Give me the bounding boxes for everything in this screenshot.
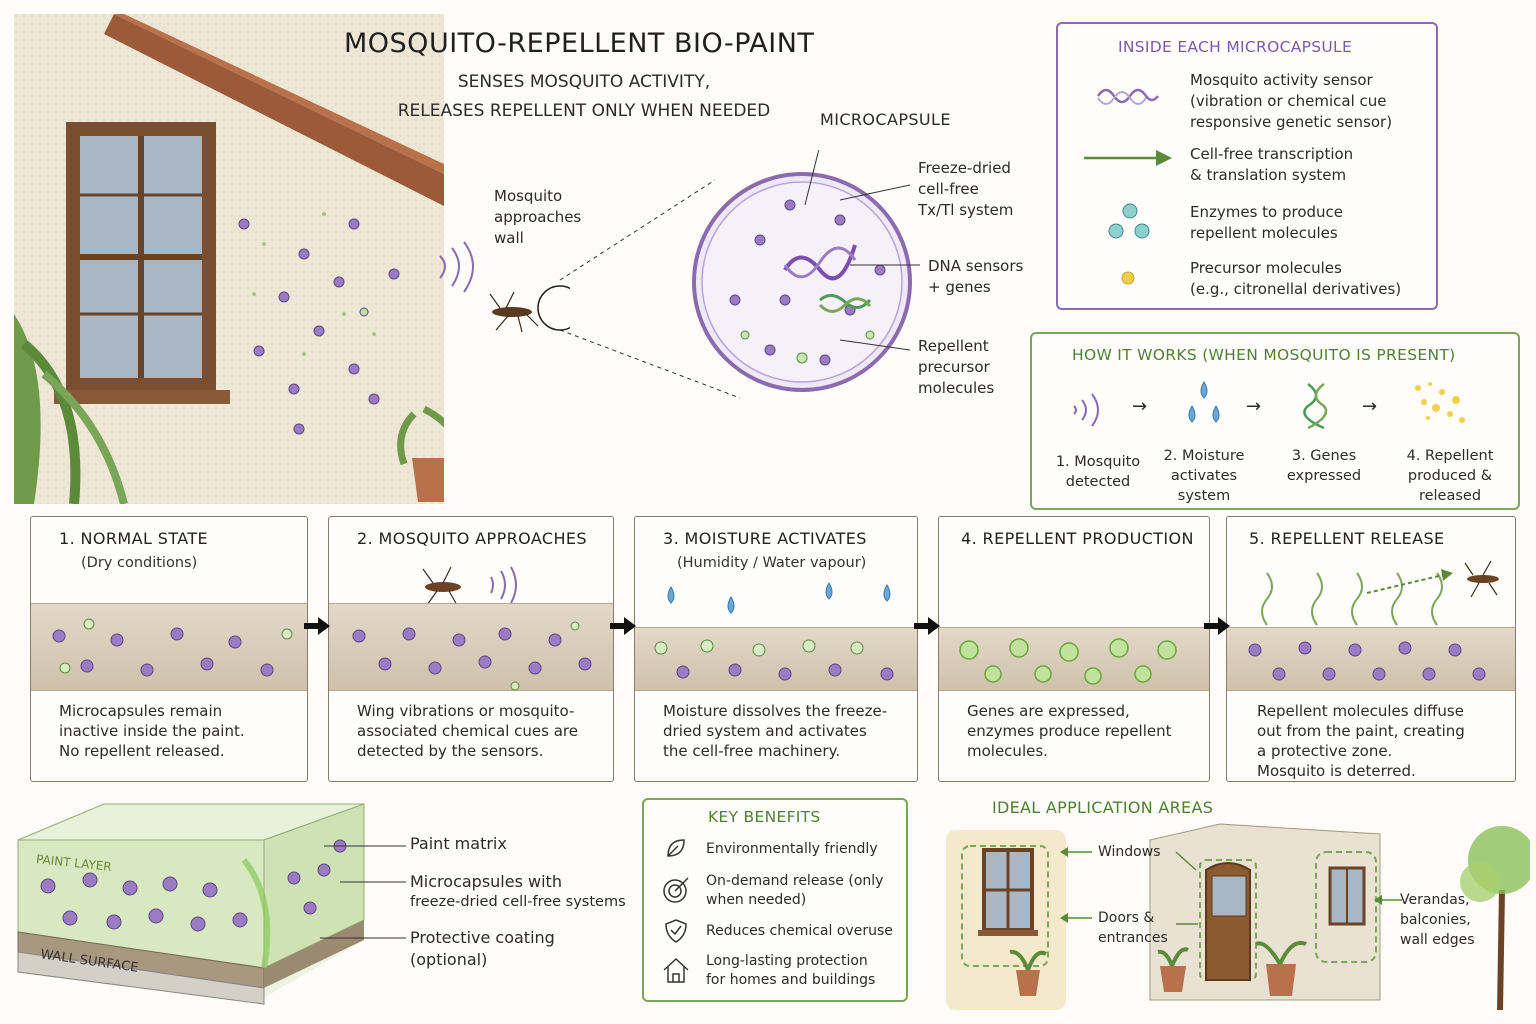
key-benefits-panel: KEY BENEFITS Environmentally friendly On… (642, 798, 908, 1002)
microcapsule-label: MICROCAPSULE (820, 110, 951, 129)
page-title: MOSQUITO-REPELLENT BIO-PAINT (344, 28, 815, 59)
step-arrow-4 (1204, 617, 1230, 635)
shield-icon (665, 919, 687, 943)
inside-item-precursor: Precursor molecules(e.g., citronellal de… (1190, 259, 1402, 298)
how-arrow-3: → (1362, 396, 1378, 417)
target-icon (663, 877, 689, 903)
step-2-title: 2. MOSQUITO APPROACHES (357, 529, 587, 548)
repellent-release-icon (1261, 560, 1499, 626)
inside-heading: INSIDE EACH MICROCAPSULE (1118, 38, 1353, 56)
mosquito-icon (422, 566, 517, 606)
step-4-desc: Genes are expressed,enzymes produce repe… (967, 702, 1172, 760)
house-wall-illustration (14, 14, 444, 504)
paint-strip-3 (635, 627, 917, 691)
paint-matrix-label: Paint matrix (410, 834, 507, 853)
dna-sensors-label: DNA sensors+ genes (928, 257, 1024, 296)
water-drops-icon (1188, 381, 1220, 423)
microcapsule-diagram (559, 150, 920, 399)
optional-label: (optional) (410, 950, 488, 969)
inside-item-sensor: Mosquito activity sensor(vibration or ch… (1190, 71, 1393, 131)
paint-layer-cross-section (17, 803, 365, 1005)
step-arrow-1 (304, 617, 330, 635)
how-arrow-1: → (1132, 396, 1148, 417)
freeze-dried-systems-label: freeze-dried cell-free systems (410, 894, 626, 910)
enzyme-cluster-icon (1108, 203, 1150, 239)
step-arrow-2 (610, 617, 636, 635)
step-panel-2: 2. MOSQUITO APPROACHES Wing vibrations o… (328, 516, 614, 782)
step-panel-5: 5. REPELLENT RELEASE Repellent molecules… (1226, 516, 1516, 782)
subtitle-line-2: RELEASES REPELLENT ONLY WHEN NEEDED (397, 101, 771, 121)
benefits-heading: KEY BENEFITS (708, 808, 821, 826)
water-drops-row-icon (667, 582, 891, 614)
step-panel-1: 1. NORMAL STATE (Dry conditions) Microca… (30, 516, 308, 782)
subtitle-line-1: SENSES MOSQUITO ACTIVITY, (457, 72, 711, 92)
step-5-title: 5. REPELLENT RELEASE (1249, 529, 1445, 548)
paint-strip-4 (939, 627, 1209, 691)
step-4-title: 4. REPELLENT PRODUCTION (961, 529, 1194, 548)
how-it-works-panel: HOW IT WORKS (WHEN MOSQUITO IS PRESENT) … (1030, 332, 1520, 510)
dna-icon (1303, 383, 1328, 430)
area-windows-label: Windows (1098, 844, 1161, 860)
sensor-wave-icon (1096, 88, 1159, 105)
how-heading: HOW IT WORKS (WHEN MOSQUITO IS PRESENT) (1072, 346, 1456, 364)
house-icon (663, 957, 689, 983)
benefit-3: Reduces chemical overuse (706, 923, 893, 939)
step-1-title: 1. NORMAL STATE (59, 529, 209, 548)
step-3-sub: (Humidity / Water vapour) (677, 555, 867, 571)
paint-strip-5 (1227, 627, 1515, 691)
green-arrow-icon (1084, 150, 1172, 166)
benefit-1: Environmentally friendly (706, 841, 878, 857)
inside-item-cellfree: Cell-free transcription& translation sys… (1190, 145, 1354, 184)
step-panel-3: 3. MOISTURE ACTIVATES (Humidity / Water … (634, 516, 918, 782)
step-arrow-3 (914, 617, 940, 635)
step-panel-4: 4. REPELLENT PRODUCTION Genes are expres… (938, 516, 1210, 782)
sound-wave-icon (1073, 393, 1099, 427)
areas-heading: IDEAL APPLICATION AREAS (992, 798, 1214, 817)
inside-microcapsule-panel: INSIDE EACH MICROCAPSULE Mosquito activi… (1056, 22, 1438, 310)
layer-callout-lines (320, 845, 406, 939)
application-areas-illustration (946, 823, 1530, 1011)
step-3-desc: Moisture dissolves the freeze-dried syst… (663, 702, 888, 760)
area-doors-label: Doors &entrances (1098, 910, 1168, 946)
area-verandas-label: Verandas,balconies,wall edges (1400, 892, 1475, 948)
microcapsules-with-label: Microcapsules with (410, 872, 562, 891)
how-arrow-2: → (1246, 396, 1262, 417)
mosquito-with-waves (439, 241, 570, 333)
step-3-title: 3. MOISTURE ACTIVATES (663, 529, 867, 548)
leaf-icon (667, 839, 685, 857)
repellent-particles-icon (1415, 382, 1465, 423)
paint-strip-2 (329, 603, 613, 691)
step-2-desc: Wing vibrations or mosquito-associated c… (357, 702, 578, 760)
paint-strip-1 (31, 603, 307, 691)
protective-coating-label: Protective coating (410, 928, 555, 947)
precursor-dot-icon (1121, 271, 1135, 285)
step-1-sub: (Dry conditions) (81, 555, 198, 571)
